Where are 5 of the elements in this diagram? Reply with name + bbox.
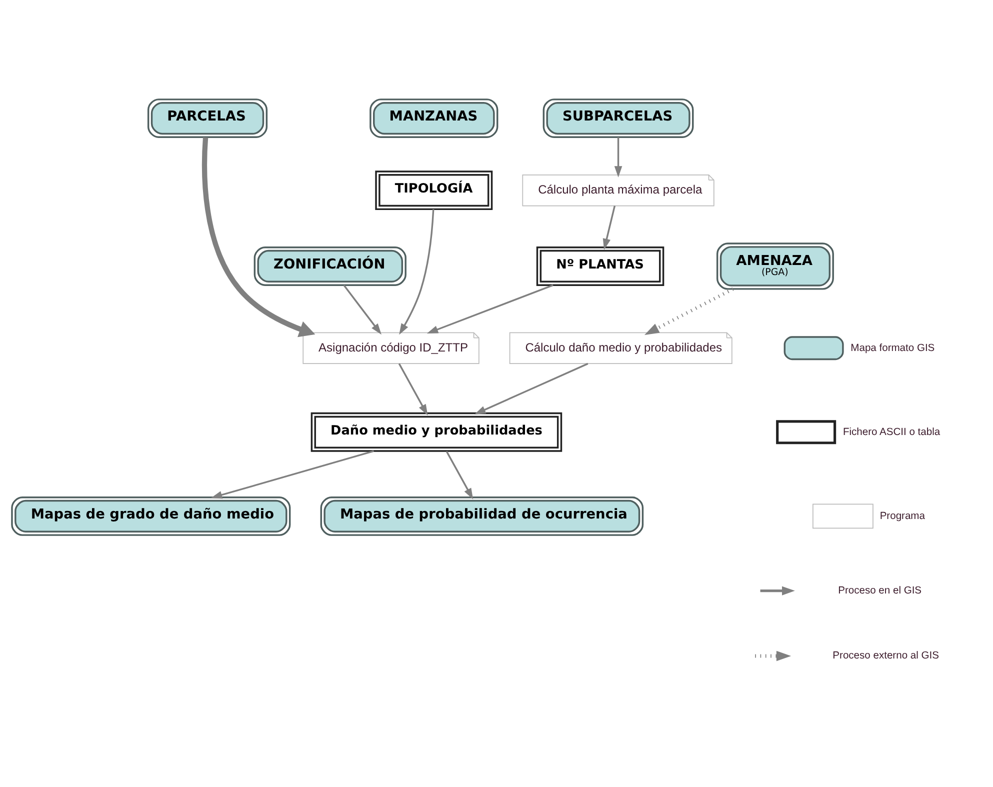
legend-label: Mapa formato GIS (850, 342, 935, 354)
legend-label: Proceso en el GIS (838, 584, 922, 596)
legend-label: Fichero ASCII o tabla (842, 426, 940, 438)
legend-label: Proceso externo al GIS (832, 650, 939, 662)
legend-label: Programa (880, 510, 925, 522)
